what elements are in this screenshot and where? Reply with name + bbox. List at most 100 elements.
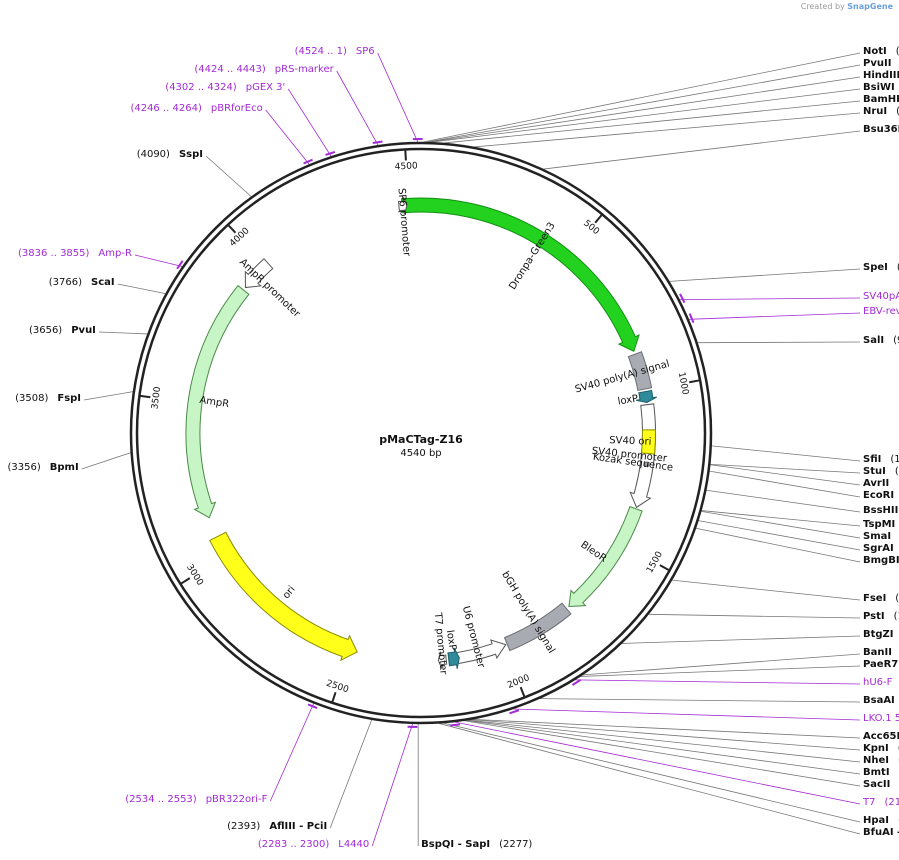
site-label-sali: SalI(907): [863, 335, 899, 346]
site-label-pvuii: PvuII(15): [863, 58, 891, 69]
leader-line: [575, 679, 861, 685]
leader-line: [329, 719, 373, 829]
site-name: BmgBI: [863, 555, 899, 566]
site-name: SacII: [863, 779, 890, 790]
site-name: StuI: [863, 466, 886, 477]
leader-line: [679, 297, 861, 301]
feature-sv40-poly-a-signal: [627, 351, 653, 392]
leader-line: [428, 76, 861, 143]
primer-name: L4440: [338, 839, 369, 850]
site-label-bsiwi: BsiWI(25): [863, 82, 895, 93]
leader-line: [98, 331, 148, 335]
primer-label-prs-marker: pRS-marker(4424 .. 4443): [194, 64, 334, 75]
site-name: SpeI: [863, 262, 888, 273]
feature-bleor: [568, 506, 643, 608]
site-name: Bsu36I: [863, 124, 899, 135]
site-label-spei: SpeI(739): [863, 262, 899, 273]
site-name: BspQI - SapI: [421, 839, 490, 850]
site-label-paer7i-pspxi-xhoi: PaeR7I - PspXI - XhoI(1851): [863, 659, 899, 670]
feature-loxp: [635, 389, 658, 404]
site-label-avrii: AvrII(1214): [863, 478, 899, 489]
site-label-btgzi: BtgZI(1719): [863, 629, 894, 640]
site-label-afliii-pcii: AflIII - PciI(2393): [227, 821, 327, 832]
primer-name: hU6-F: [863, 677, 893, 688]
site-name: NotI: [863, 46, 887, 57]
leader-line: [265, 109, 310, 165]
tick-label: 2000: [506, 673, 531, 691]
site-label-fsei: FseI(1518): [863, 593, 899, 604]
leader-line: [431, 88, 861, 143]
watermark-prefix: Created by: [800, 2, 845, 11]
site-name: BanII: [863, 647, 892, 658]
leader-line: [580, 665, 861, 677]
primer-mark: [571, 678, 582, 686]
leader-line: [205, 155, 252, 197]
primer-position: (4524 .. 1): [295, 46, 347, 57]
primer-label-ebv-rev: EBV-rev(836 .. 855): [863, 306, 899, 317]
leader-line: [648, 613, 861, 619]
leader-line: [464, 720, 861, 787]
site-label-hpai: HpaI(2214): [863, 815, 899, 826]
feature-label: SV40 poly(A) signal: [574, 359, 671, 396]
feature-label: T7 promoter: [432, 611, 449, 676]
leader-line: [467, 719, 861, 763]
primer-position: (2534 .. 2553): [125, 794, 197, 805]
site-name: BsiWI: [863, 82, 895, 93]
primer-position: (3836 .. 3855): [18, 248, 90, 259]
leader-line: [81, 452, 131, 470]
primer-mark: [307, 703, 318, 709]
site-position: (3656): [29, 325, 62, 336]
leader-line: [672, 579, 861, 601]
site-name: AflIII - PciI: [269, 821, 327, 832]
site-name: SfiI: [863, 454, 881, 465]
primer-name: pBR322ori-F: [206, 794, 268, 805]
tick-mark: [689, 379, 700, 384]
site-label-stui: StuI(1213): [863, 466, 899, 477]
plasmid-name: pMaCTag-Z16: [379, 433, 463, 446]
primer-label-hu6-f: hU6-F(1857 .. 1877): [863, 677, 893, 688]
site-position: (2145): [898, 743, 899, 754]
site-label-bspqi-sapi: BspQI - SapI(2277): [421, 839, 532, 850]
site-label-bfuai-bspmi: BfuAI - BspMI(2225): [863, 827, 899, 838]
backbone-inner: [135, 147, 707, 719]
primer-label-l4440: L4440(2283 .. 2300): [258, 839, 369, 850]
tick-mark: [404, 150, 407, 161]
leader-line: [443, 722, 861, 823]
feature-label: BleoR: [578, 539, 608, 564]
site-label-nhei: NheI(2153): [863, 755, 899, 766]
site-name: PstI: [863, 611, 885, 622]
primer-name: Amp-R: [98, 248, 132, 259]
leader-line: [543, 130, 861, 170]
tick-label: 1500: [645, 550, 665, 575]
site-position: (6): [896, 46, 899, 57]
site-label-sgrai: SgrAI(1356): [863, 543, 894, 554]
site-position: (907): [893, 335, 899, 346]
site-label-sacii: SacII(2162): [863, 779, 890, 790]
leader-line: [622, 635, 861, 644]
leader-line: [444, 100, 861, 144]
site-name: SgrAI: [863, 543, 894, 554]
tick-mark: [519, 686, 526, 697]
primer-label-pgex-3: pGEX 3'(4302 .. 4324): [165, 82, 285, 93]
tick-mark: [659, 564, 670, 571]
tick-label: 3000: [184, 563, 205, 588]
primer-mark: [325, 150, 336, 156]
watermark: Created by SnapGene: [801, 2, 893, 11]
site-label-scai: ScaI(3766): [49, 277, 115, 288]
leader-line: [697, 341, 861, 344]
plasmid-size: 4540 bp: [400, 448, 441, 459]
leader-line: [701, 510, 861, 527]
primer-mark: [509, 709, 520, 715]
leader-line: [336, 70, 379, 146]
feature-ori: [209, 531, 358, 662]
site-label-bpmi: BpmI(3356): [8, 462, 79, 473]
leader-line: [688, 312, 861, 320]
site-label-ecori: EcoRI(1230): [863, 490, 894, 501]
feature-ampr: [185, 284, 250, 519]
site-name: HpaI: [863, 815, 889, 826]
tick-mark: [594, 214, 603, 224]
leader-line: [117, 283, 166, 294]
primer-label-amp-r: Amp-R (3836 .. 3855): [18, 248, 132, 259]
site-name: BamHI: [863, 94, 899, 105]
